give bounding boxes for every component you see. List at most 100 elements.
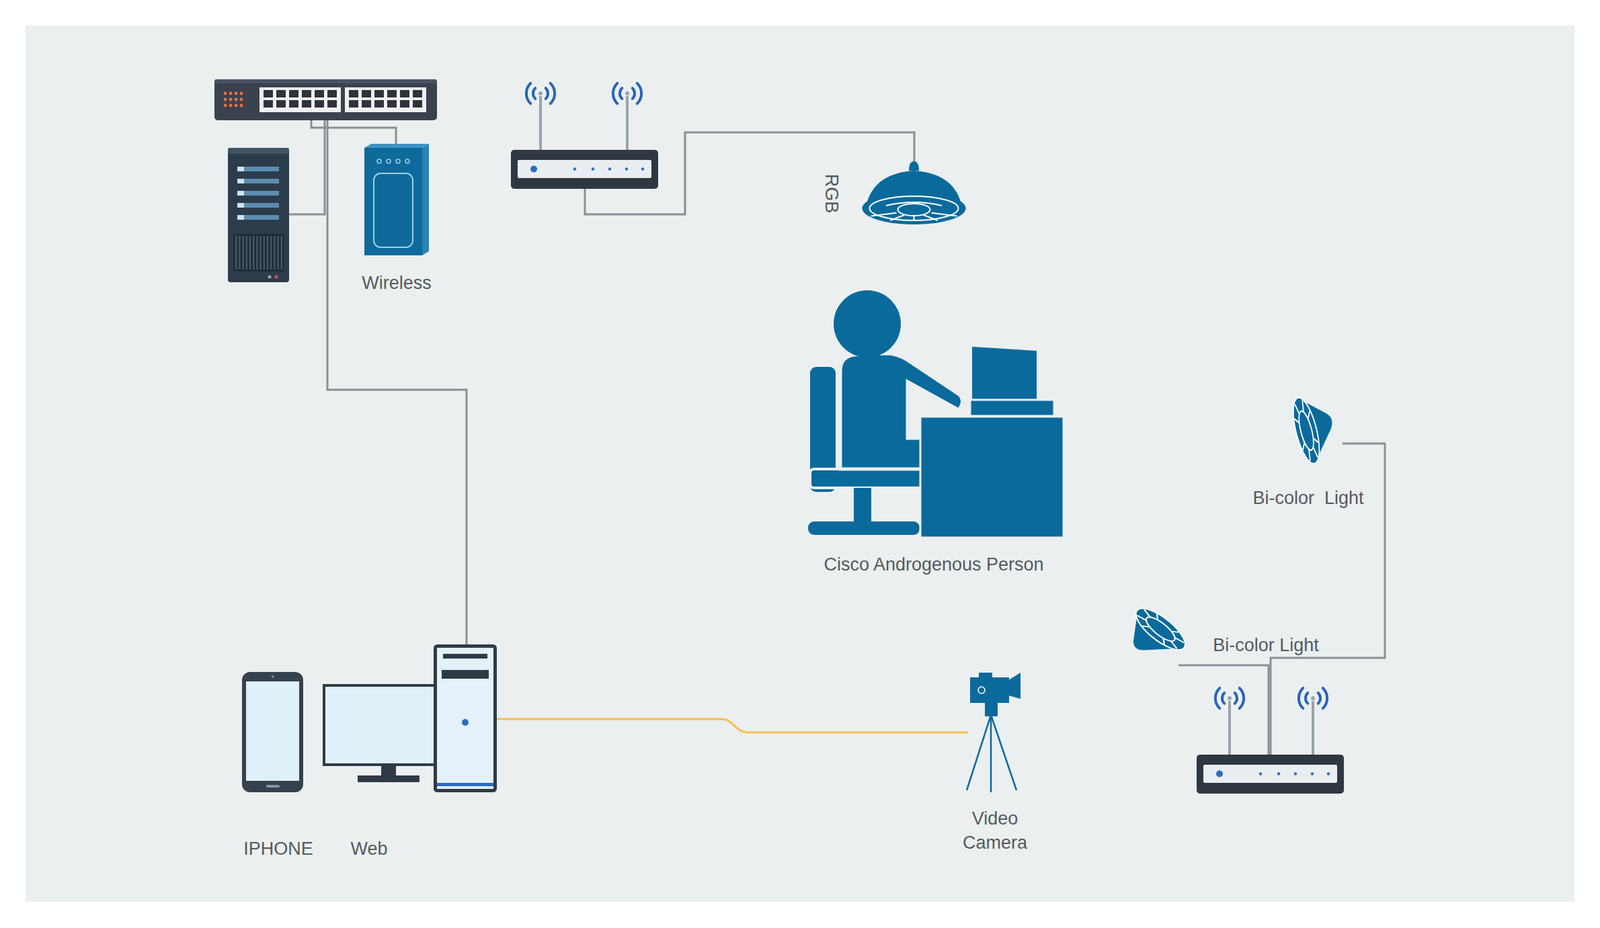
illustration-part	[223, 98, 228, 102]
rgb-light-icon	[860, 161, 968, 227]
illustration-part	[235, 235, 237, 270]
rgb-light: RGB	[860, 161, 968, 227]
illustration-part	[301, 100, 312, 108]
illustration-part	[249, 235, 251, 270]
illustration-part	[637, 83, 642, 104]
wireless-router-icon	[510, 149, 659, 189]
illustration-part	[274, 275, 279, 279]
pc-tower-icon	[433, 644, 497, 793]
illustration-part	[242, 672, 304, 793]
illustration-part	[234, 104, 238, 108]
illustration-part	[625, 96, 629, 150]
bicolor-light: Bi-color Light	[1117, 603, 1192, 666]
illustration-part	[1307, 449, 1313, 462]
illustration-part	[229, 104, 233, 108]
illustration-part	[301, 90, 312, 98]
illustration-part	[246, 235, 248, 270]
illustration-part	[1294, 403, 1300, 415]
illustration-part	[412, 90, 423, 98]
illustration-part	[233, 233, 284, 272]
video-camera-icon	[968, 672, 1022, 794]
illustration-part	[550, 83, 555, 104]
illustration-part	[361, 90, 372, 98]
illustration-part	[613, 83, 618, 104]
illustration-part	[289, 100, 299, 108]
person-at-desk-icon	[806, 295, 1064, 538]
illustration-part	[246, 681, 300, 782]
illustration-part	[266, 785, 280, 788]
illustration-part	[381, 766, 396, 777]
illustration-part	[1312, 446, 1318, 458]
wireless-router	[1196, 754, 1344, 794]
device-label: IPHONE	[243, 836, 314, 862]
illustration-part	[970, 400, 1055, 417]
server-tower	[227, 147, 290, 283]
illustration-part	[259, 235, 261, 270]
illustration-part	[923, 215, 938, 221]
illustration-part	[833, 290, 901, 358]
illustration-part	[374, 100, 384, 108]
illustration-part	[625, 167, 628, 171]
illustration-part	[377, 159, 382, 164]
illustration-part	[1142, 623, 1150, 630]
illustration-part	[1327, 772, 1330, 776]
illustration-part	[327, 100, 337, 108]
illustration-part	[270, 235, 272, 270]
illustration-part	[632, 88, 635, 99]
illustration-part	[1196, 754, 1344, 794]
illustration-part	[263, 90, 273, 98]
illustration-part	[214, 79, 437, 84]
illustration-part	[237, 178, 279, 184]
phone-device: IPHONE	[242, 672, 304, 793]
illustration-part	[890, 215, 905, 221]
illustration-part	[808, 521, 920, 536]
illustration-part	[240, 98, 244, 102]
illustration-part	[1216, 771, 1223, 778]
illustration-part	[978, 687, 985, 694]
illustration-part	[1222, 693, 1225, 704]
illustration-part	[344, 87, 427, 113]
illustration-part	[517, 160, 652, 179]
illustration-part	[387, 100, 397, 108]
illustration-part	[990, 715, 993, 793]
illustration-part	[1277, 772, 1280, 776]
illustration-part	[625, 91, 630, 96]
illustration-part	[314, 90, 325, 98]
wireless-controller: Wireless	[364, 147, 429, 256]
video-camera: Video Camera	[968, 672, 1022, 794]
illustration-part	[931, 213, 958, 217]
network-cable	[327, 120, 467, 645]
illustration-part	[526, 83, 531, 104]
background-panel	[25, 25, 1575, 903]
illustration-part	[1298, 688, 1303, 709]
wireless-router	[510, 149, 659, 189]
pc-tower	[433, 644, 497, 793]
illustration-part	[234, 98, 238, 102]
illustration-part	[1259, 772, 1262, 776]
illustration-part	[276, 100, 286, 108]
illustration-part	[263, 235, 265, 270]
illustration-part	[387, 90, 397, 98]
illustration-part	[240, 104, 244, 108]
illustration-part	[1300, 400, 1306, 413]
illustration-part	[227, 147, 290, 283]
illustration-part	[1142, 613, 1179, 645]
illustration-part	[364, 143, 429, 148]
illustration-part	[966, 715, 991, 791]
bicolor-light-icon	[1117, 603, 1192, 666]
illustration-part	[1288, 385, 1341, 469]
illustration-part	[1301, 442, 1307, 450]
illustration-part	[886, 202, 942, 206]
illustration-part	[229, 98, 233, 102]
illustration-part	[240, 92, 244, 96]
illustration-part	[1215, 688, 1220, 709]
phone-device-icon	[242, 672, 304, 793]
illustration-part	[1288, 393, 1326, 468]
illustration-part	[259, 87, 341, 113]
network-cable	[311, 120, 396, 148]
illustration-part	[281, 235, 283, 270]
illustration-part	[573, 167, 577, 171]
illustration-part	[1239, 688, 1244, 709]
illustration-part	[395, 159, 400, 164]
illustration-part	[271, 675, 275, 679]
